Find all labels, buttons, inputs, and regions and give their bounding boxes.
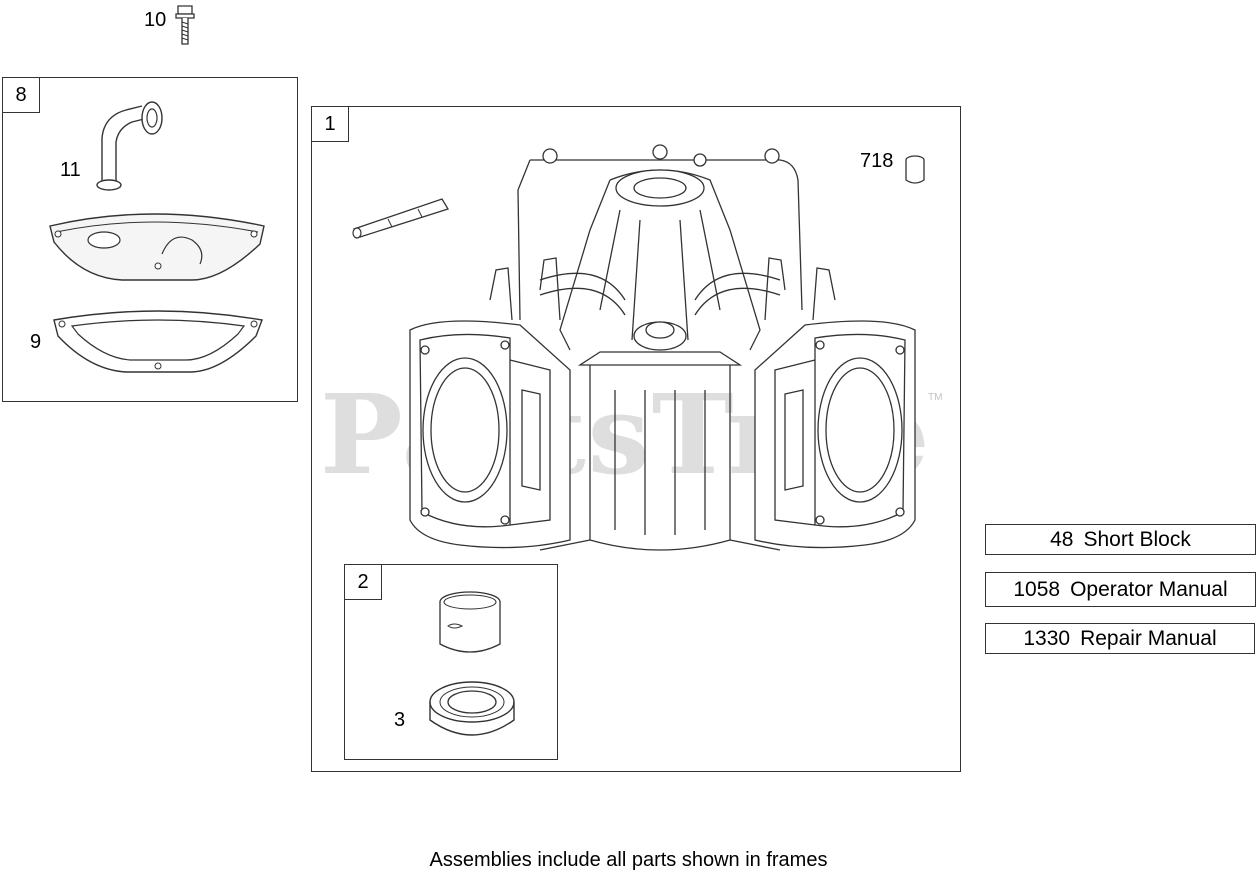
kit-number: 1330 xyxy=(1023,626,1071,650)
kit-label: Operator Manual xyxy=(1070,577,1228,601)
kit-label: Short Block xyxy=(1083,527,1191,551)
kit-short-block-button[interactable]: 48 Short Block xyxy=(985,524,1256,555)
gasket-9-icon[interactable] xyxy=(50,306,266,376)
bushing-icon[interactable] xyxy=(434,590,506,658)
frame-2-number: 2 xyxy=(345,565,382,600)
kit-label: Repair Manual xyxy=(1080,626,1217,650)
callout-3[interactable]: 3 xyxy=(394,709,406,731)
frame-2-assembly: 2 xyxy=(344,564,558,760)
callout-11[interactable]: 11 xyxy=(60,159,81,181)
bolt-10-icon[interactable] xyxy=(174,4,196,46)
frame-1-number: 1 xyxy=(312,107,349,142)
callout-10[interactable]: 10 xyxy=(144,9,167,31)
callout-718[interactable]: 718 xyxy=(860,150,894,172)
kit-number: 1058 xyxy=(1013,577,1061,601)
kit-operator-manual-button[interactable]: 1058 Operator Manual xyxy=(985,572,1256,607)
dowel-pin-icon[interactable] xyxy=(348,193,452,241)
frame-1-assembly: 1 xyxy=(311,106,961,772)
watermark-tm: TM xyxy=(928,392,943,403)
sleeve-718-icon[interactable] xyxy=(902,154,928,186)
callout-9[interactable]: 9 xyxy=(30,331,42,353)
kit-number: 48 xyxy=(1050,527,1074,551)
elbow-tube-11-icon[interactable] xyxy=(92,98,168,192)
kit-repair-manual-button[interactable]: 1330 Repair Manual xyxy=(985,623,1255,654)
oil-seal-3-icon[interactable] xyxy=(418,676,518,746)
frame-8-number: 8 xyxy=(3,78,40,113)
footer-note: Assemblies include all parts shown in fr… xyxy=(429,849,828,871)
crankcase-block-icon[interactable] xyxy=(400,140,925,580)
cover-plate-icon[interactable] xyxy=(42,210,272,288)
frame-8-assembly: 8 xyxy=(2,77,298,402)
